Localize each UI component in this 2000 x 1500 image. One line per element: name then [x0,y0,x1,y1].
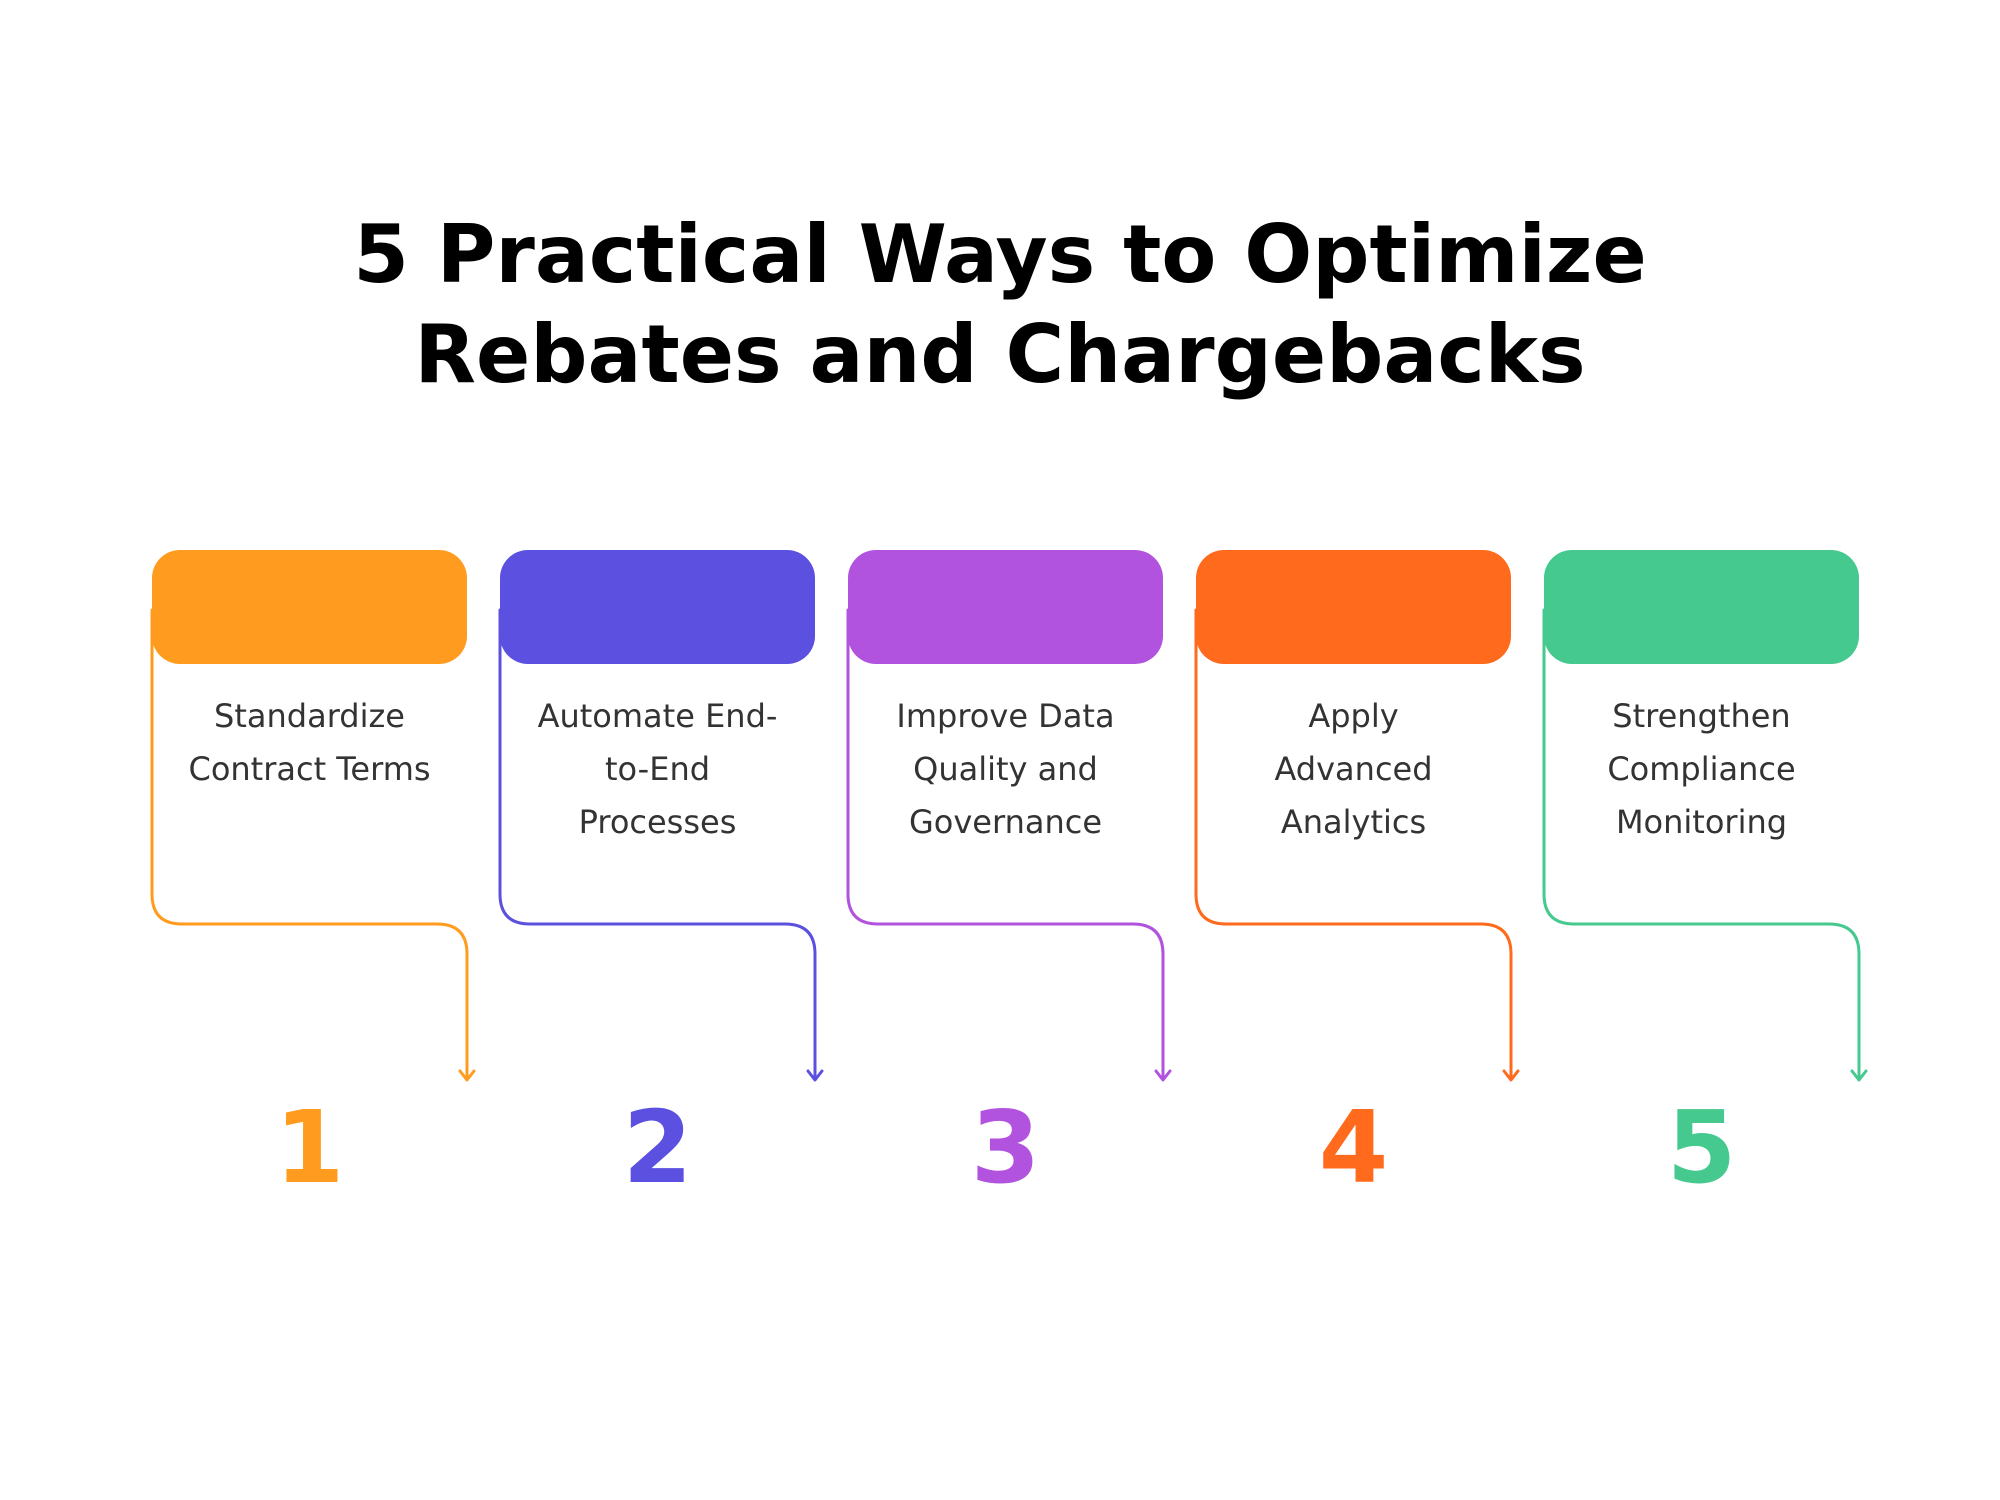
step-header-card [1196,550,1511,664]
arrow-down-icon [1502,1069,1520,1082]
step-header-card [152,550,467,664]
step-label-line: Compliance [1607,750,1795,788]
page-title: 5 Practical Ways to Optimize Rebates and… [0,205,2000,405]
step-label-line: Processes [579,803,737,841]
step-label-line: Standardize [214,697,405,735]
step-label-line: Advanced [1274,750,1432,788]
step-label-line: Quality and [913,750,1098,788]
title-line-2: Rebates and Chargebacks [414,308,1586,401]
connector-line [498,608,817,1080]
step-header-card [1544,550,1859,664]
connector-line [150,608,469,1080]
step-label-line: Improve Data [896,697,1114,735]
step-number: 3 [971,1089,1041,1206]
step-number: 5 [1667,1089,1737,1206]
step-label-line: Governance [909,803,1102,841]
step-label-line: Monitoring [1616,803,1787,841]
arrow-down-icon [806,1069,824,1082]
connector-line [1194,608,1513,1080]
step-label-line: Automate End- [538,697,778,735]
step-header-card [848,550,1163,664]
step-number: 4 [1319,1089,1389,1206]
step-label-line: to-End [605,750,710,788]
connector-line [846,608,1165,1080]
title-line-1: 5 Practical Ways to Optimize [353,208,1647,301]
step-label-line: Apply [1308,697,1398,735]
step-label-line: Analytics [1281,803,1426,841]
arrow-down-icon [458,1069,476,1082]
step-number: 1 [275,1089,345,1206]
arrow-down-icon [1154,1069,1172,1082]
step-number: 2 [623,1089,693,1206]
step-label-line: Strengthen [1612,697,1790,735]
arrow-down-icon [1850,1069,1868,1082]
connector-line [1542,608,1861,1080]
step-label-line: Contract Terms [188,750,430,788]
step-header-card [500,550,815,664]
